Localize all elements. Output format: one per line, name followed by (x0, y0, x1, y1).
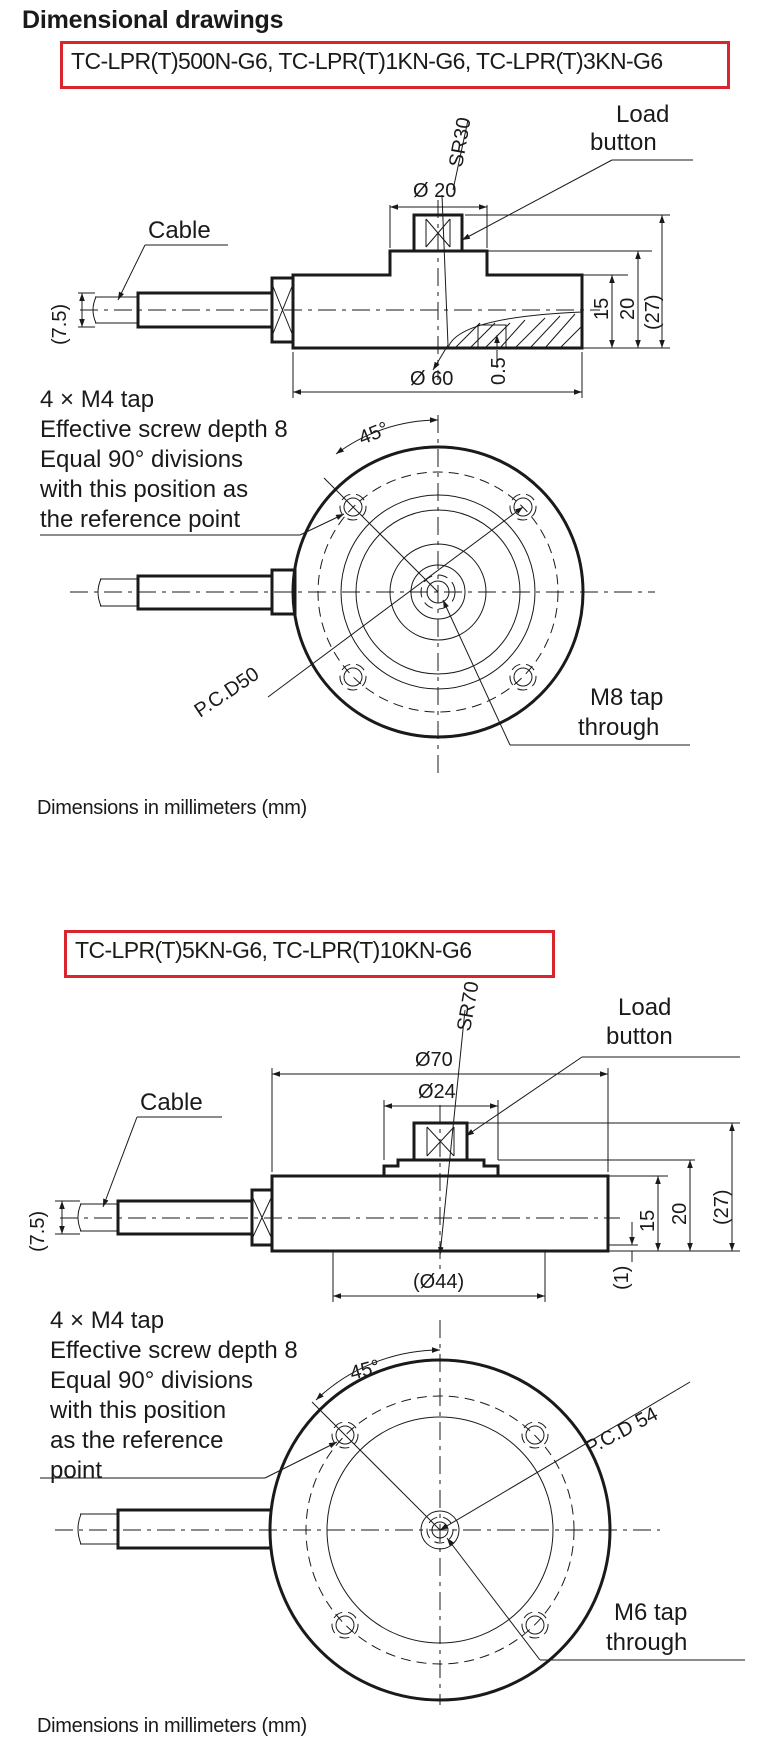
tap-note-line2: Effective screw depth 8 (50, 1337, 298, 1364)
pcd-label: P.C.D50 (190, 663, 263, 722)
units-note-2: Dimensions in millimeters (mm) (37, 1715, 307, 1737)
dia-body-label: Ø 60 (410, 368, 453, 390)
angle-label: 45° (356, 418, 392, 450)
dimensional-drawing-2: (Ø44) SR70 Ø70 Ø24 Load button Cable (7.… (27, 980, 745, 1705)
model-list-2: TC-LPR(T)5KN-G6, TC-LPR(T)10KN-G6 (64, 930, 555, 978)
center-tap-line2: through (578, 714, 659, 741)
body-circle (268, 1358, 612, 1702)
h27-label: (27) (642, 294, 664, 330)
section-cutaway (447, 311, 583, 349)
tap-note-line1: 4 × M4 tap (40, 386, 154, 413)
tap-note-line6: point (50, 1457, 102, 1484)
center-tap-line1: M8 tap (590, 684, 663, 711)
tap-note-line1: 4 × M4 tap (50, 1307, 164, 1334)
sr-label: SR70 (453, 980, 483, 1033)
tap-note-line5: as the reference (50, 1427, 223, 1454)
angle-label: 45° (348, 1356, 383, 1385)
load-button-label-line2: button (590, 129, 657, 156)
center-tap-line1: M6 tap (614, 1599, 687, 1626)
dia-body-label: Ø70 (415, 1049, 453, 1071)
top-view-1: 45° 4 × M4 tap Effective screw depth 8 E… (39, 386, 690, 778)
h15-label: 15 (591, 298, 613, 320)
side-view-1: SR30 Ø 20 Load button Cable (7.5) Ø 60 0… (49, 101, 693, 398)
cable-label: Cable (140, 1089, 203, 1116)
h27-label: (27) (711, 1189, 733, 1225)
tap-holes (339, 493, 537, 691)
load-button-label-line1: Load (616, 101, 669, 128)
pcd-circle (317, 471, 559, 713)
tap-note-line3: Equal 90° divisions (50, 1367, 253, 1394)
model-list-1: TC-LPR(T)500N-G6, TC-LPR(T)1KN-G6, TC-LP… (60, 41, 730, 89)
h20-label: 20 (669, 1203, 691, 1225)
pcd-label: P.C.D 54 (582, 1403, 662, 1459)
dia-bottom-label: (Ø44) (413, 1271, 464, 1293)
body-outline (291, 249, 584, 350)
page-heading: Dimensional drawings (22, 6, 284, 34)
dimensional-drawing-1: SR30 Ø 20 Load button Cable (7.5) Ø 60 0… (39, 101, 693, 778)
load-button-label-line1: Load (618, 994, 671, 1021)
units-note-1: Dimensions in millimeters (mm) (37, 797, 307, 819)
load-button-label-line2: button (606, 1023, 673, 1050)
cable-dia-label: (7.5) (27, 1211, 49, 1252)
sr-label: SR30 (445, 116, 475, 169)
tap-note-line2: Effective screw depth 8 (40, 416, 288, 443)
tap-holes (331, 1421, 549, 1639)
cable-dia-label: (7.5) (49, 304, 71, 345)
tap-note-line5: the reference point (40, 506, 240, 533)
gap-label: 0.5 (488, 357, 510, 385)
gap-label: (1) (611, 1266, 633, 1290)
tap-note-line4: with this position as (39, 476, 248, 503)
pcd-circle (305, 1395, 575, 1665)
top-view-2: 45° 4 × M4 tap Effective screw depth 8 E… (40, 1307, 745, 1705)
dia-top-label: Ø24 (418, 1081, 456, 1103)
h15-label: 15 (637, 1210, 659, 1232)
dia-top-label: Ø 20 (413, 180, 456, 202)
center-tap-line2: through (606, 1629, 687, 1656)
body-circle (291, 445, 585, 739)
tap-note-line4: with this position (49, 1397, 226, 1424)
side-view-2: (Ø44) SR70 Ø70 Ø24 Load button Cable (7.… (27, 980, 740, 1302)
button-flange (382, 1158, 500, 1176)
cable-label: Cable (148, 217, 211, 244)
tap-note-line3: Equal 90° divisions (40, 446, 243, 473)
h20-label: 20 (617, 298, 639, 320)
